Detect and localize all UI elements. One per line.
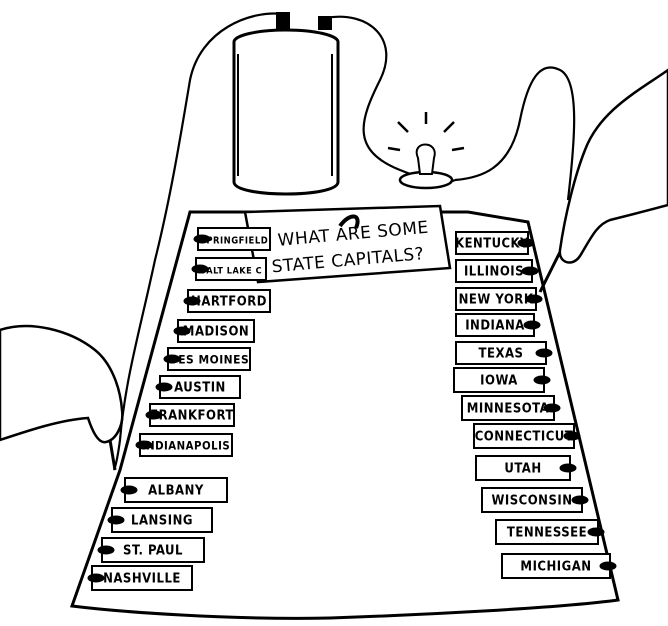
state-label: IOWA xyxy=(480,374,518,389)
fastener-icon xyxy=(534,376,550,384)
fastener-icon xyxy=(560,464,576,472)
capital-card: FRANKFORT xyxy=(146,404,234,426)
state-card: TENNESSEE xyxy=(496,520,604,544)
state-label: ILLINOIS xyxy=(464,265,524,280)
fastener-icon xyxy=(600,562,616,570)
state-card: IOWA xyxy=(454,368,550,392)
state-card: WISCONSIN xyxy=(482,488,588,512)
light-bulb-icon xyxy=(388,112,464,188)
capital-label: FRANKFORT xyxy=(150,409,234,424)
capital-card: SALT LAKE C xyxy=(192,258,266,280)
state-label: MINNESOTA xyxy=(467,402,549,417)
capital-label: INDIANAPOLIS xyxy=(142,440,230,453)
capital-label: ST. PAUL xyxy=(123,544,183,559)
fastener-icon xyxy=(156,383,172,391)
capital-card: HARTFORD xyxy=(184,290,270,312)
state-card: ILLINOIS xyxy=(456,260,538,282)
capital-label: DES MOINES xyxy=(169,353,249,367)
state-label: INDIANA xyxy=(465,319,525,334)
state-card: INDIANA xyxy=(456,314,540,336)
capital-label: HARTFORD xyxy=(191,295,267,310)
capital-card: ALBANY xyxy=(121,478,227,502)
capital-card: MADISON xyxy=(174,320,254,342)
right-hand xyxy=(540,70,668,292)
state-label: NEW YORK xyxy=(459,293,534,308)
capital-label: SALT LAKE C xyxy=(200,267,262,277)
fastener-icon xyxy=(121,486,137,494)
state-card: UTAH xyxy=(476,456,576,480)
title-sign: WHAT ARE SOME STATE CAPITALS? xyxy=(245,206,450,282)
fastener-icon xyxy=(98,546,114,554)
capital-label: MADISON xyxy=(183,325,249,340)
state-label: TEXAS xyxy=(479,347,524,362)
fastener-icon xyxy=(524,321,540,329)
capital-card: SPRINGFIELD xyxy=(194,228,270,250)
capital-label: LANSING xyxy=(131,514,193,529)
state-card: MICHIGAN xyxy=(502,554,616,578)
state-label: TENNESSEE xyxy=(507,526,587,541)
fastener-icon xyxy=(522,267,538,275)
capital-card: AUSTIN xyxy=(156,376,240,398)
state-card: KENTUCKY xyxy=(455,232,534,254)
left-hand xyxy=(0,326,122,470)
state-label: MICHIGAN xyxy=(520,560,591,575)
fastener-icon xyxy=(108,516,124,524)
battery xyxy=(234,12,338,194)
state-card: NEW YORK xyxy=(456,288,542,310)
fastener-icon xyxy=(88,574,104,582)
capital-card: DES MOINES xyxy=(164,348,250,370)
fastener-icon xyxy=(588,528,604,536)
fastener-icon xyxy=(572,496,588,504)
state-label: WISCONSIN xyxy=(491,494,572,509)
state-label: CONNECTICUT xyxy=(475,430,574,445)
state-card: TEXAS xyxy=(456,342,552,364)
capital-card: LANSING xyxy=(108,508,212,532)
battery-terminal-left xyxy=(276,12,290,30)
capital-card: ST. PAUL xyxy=(98,538,204,562)
capital-label: SPRINGFIELD xyxy=(200,236,268,247)
state-card: MINNESOTA xyxy=(462,396,560,420)
state-label: UTAH xyxy=(504,462,541,477)
capital-card: INDIANAPOLIS xyxy=(136,434,232,456)
capital-label: ALBANY xyxy=(148,484,204,499)
state-label: KENTUCKY xyxy=(455,237,529,252)
capital-label: AUSTIN xyxy=(174,381,226,396)
capital-label: NASHVILLE xyxy=(103,572,181,587)
state-card: CONNECTICUT xyxy=(474,424,580,448)
capital-card: NASHVILLE xyxy=(88,566,192,590)
fastener-icon xyxy=(536,349,552,357)
